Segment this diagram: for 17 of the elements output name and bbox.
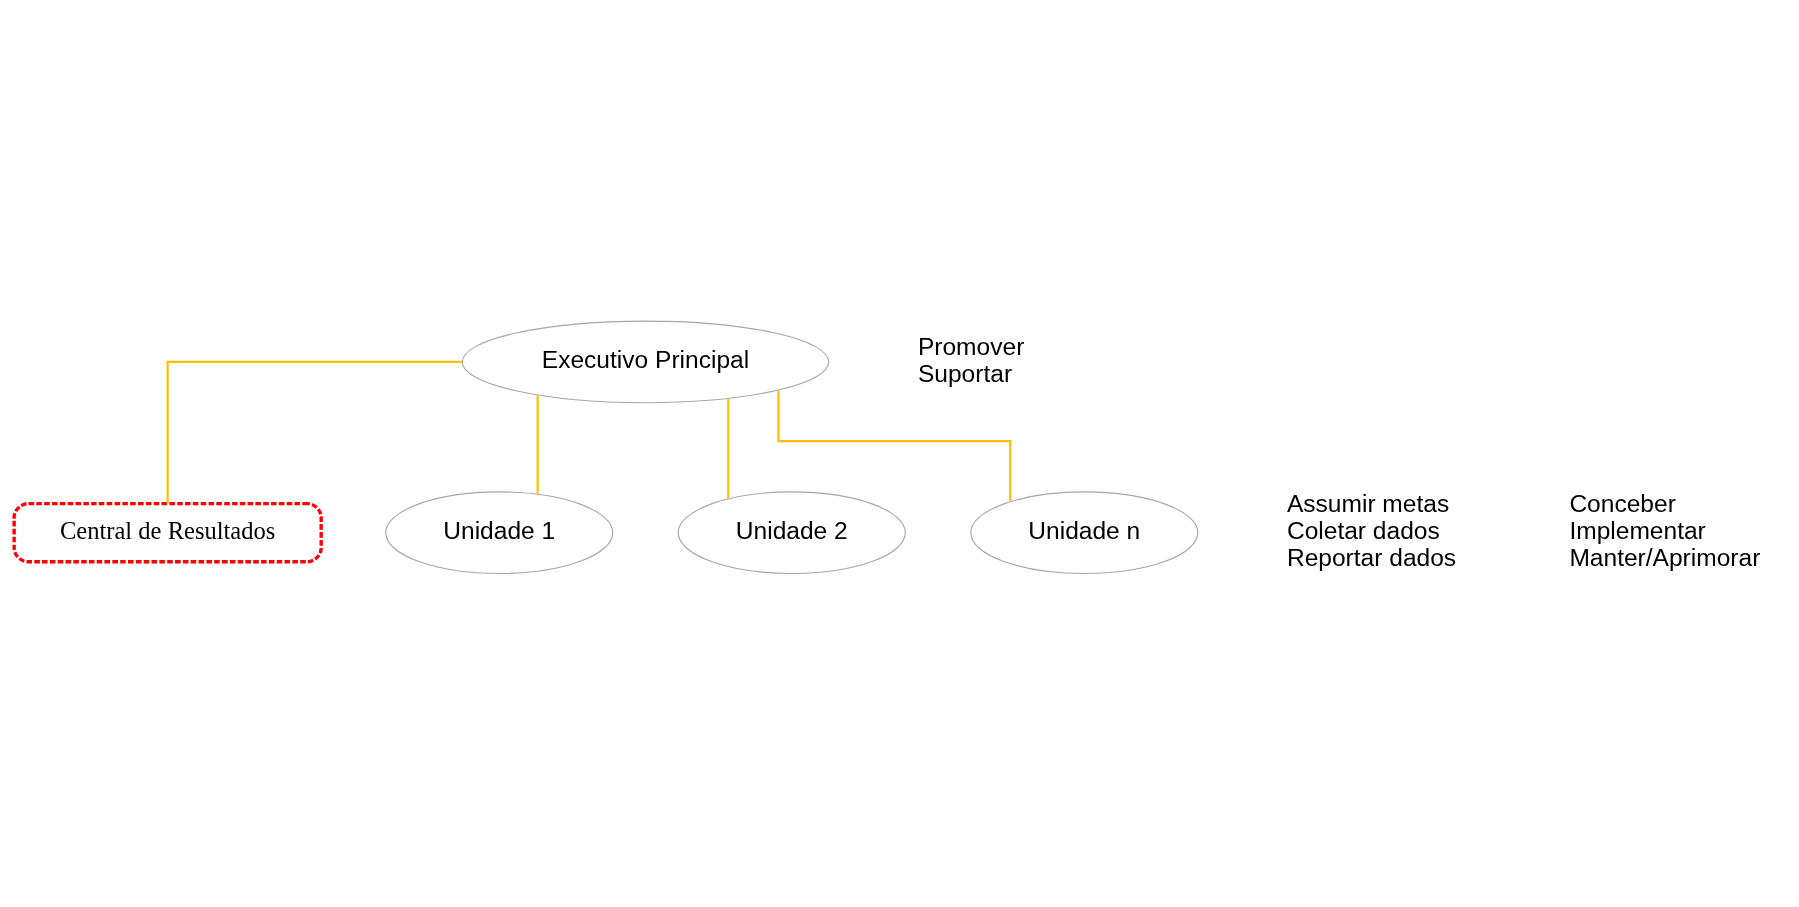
node-label: Promover xyxy=(917,332,1025,360)
label: Manter/Aprimorar xyxy=(1569,543,1761,571)
label: Implementar xyxy=(1569,516,1706,544)
connector xyxy=(727,398,730,498)
connector xyxy=(536,394,539,494)
node-label: Coletar dados xyxy=(1286,516,1440,544)
node-box: Central de Resultados xyxy=(12,501,323,563)
node-ellipse: Unidade 2 xyxy=(677,490,906,574)
node-label: Suportar xyxy=(917,359,1013,387)
node-label: Assumir metas xyxy=(1286,489,1450,517)
node-ellipse: Unidade 1 xyxy=(385,490,614,574)
node-ellipse: Unidade n xyxy=(970,490,1199,574)
node-ellipse: Executivo Principal xyxy=(461,320,830,403)
label: Conceber xyxy=(1569,489,1676,517)
connector xyxy=(777,390,1012,501)
node-label: Reportar dados xyxy=(1286,543,1457,571)
connector xyxy=(166,360,463,503)
